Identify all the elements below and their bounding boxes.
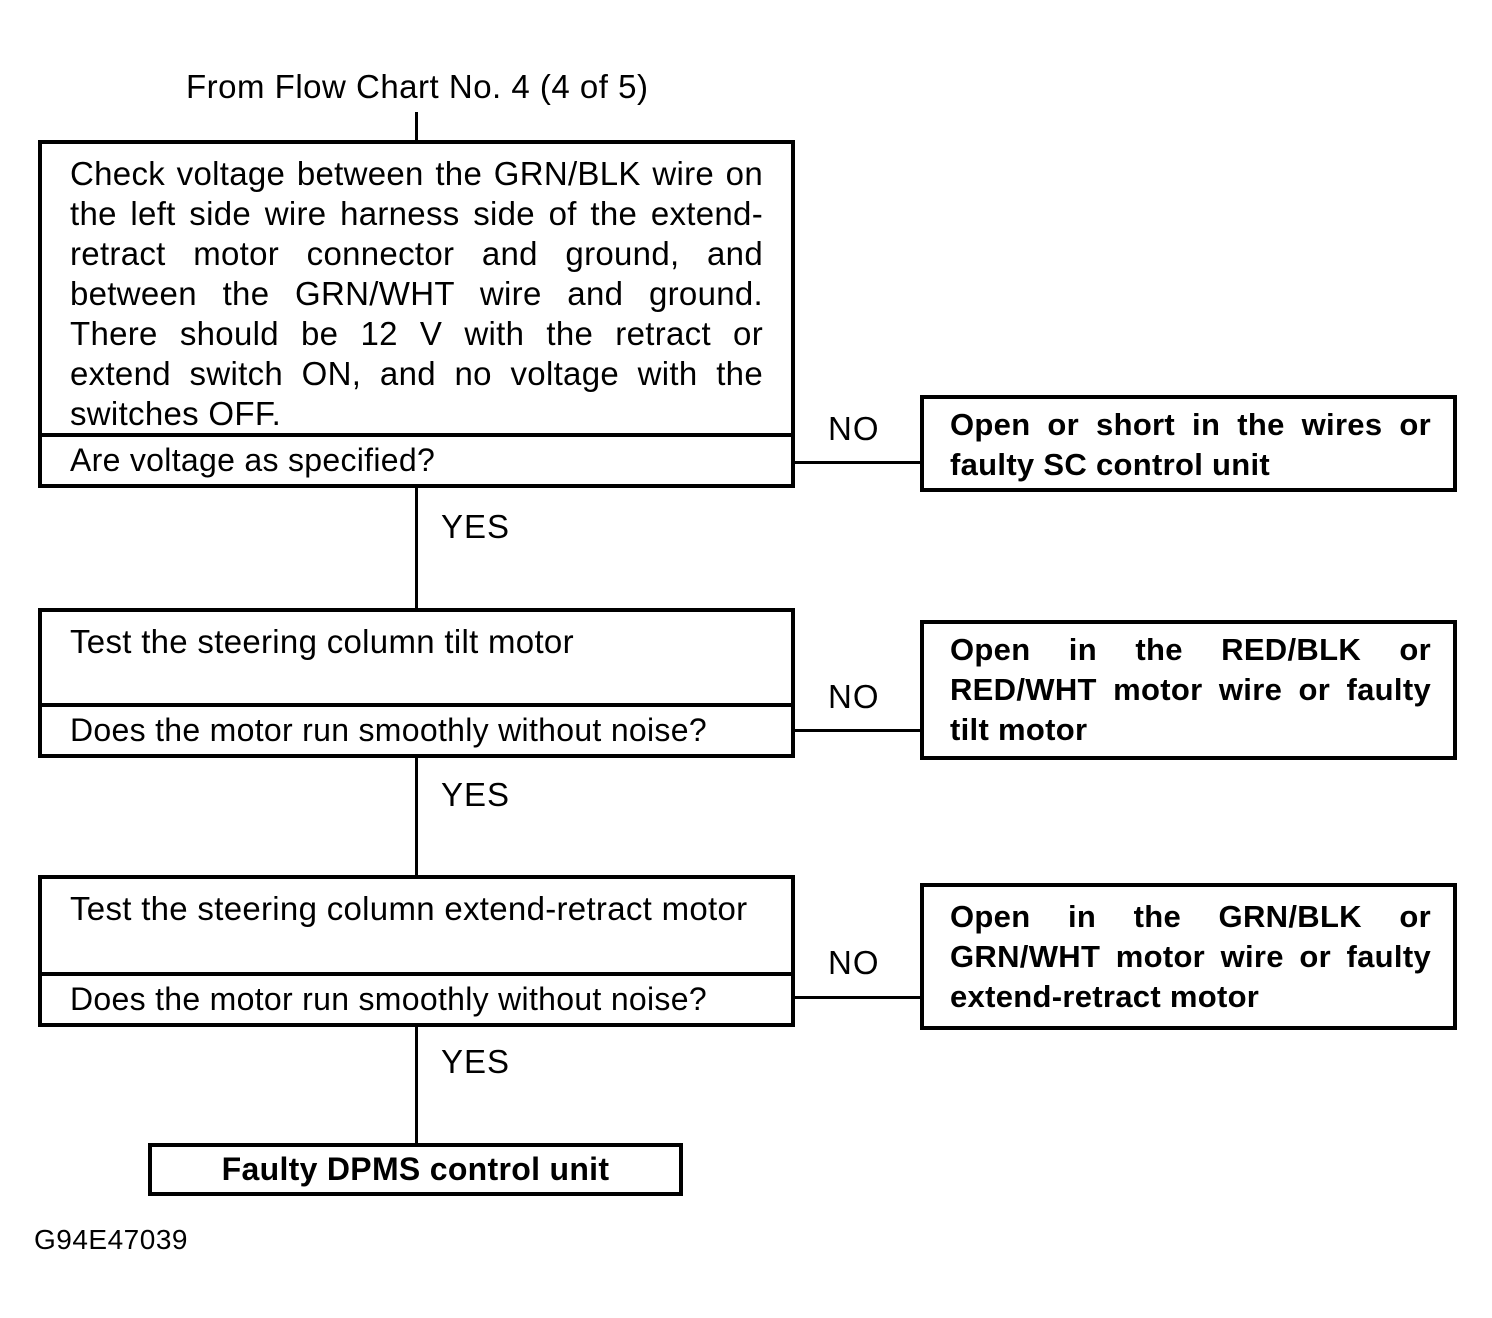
result3-box: Open in the GRN/BLK or GRN/WHT motor wir… — [920, 883, 1457, 1030]
step3-box: Test the steering column extend-retract … — [38, 875, 795, 1027]
yes-label-2: YES — [441, 776, 511, 813]
step1-box: Check voltage between the GRN/BLK wire o… — [38, 140, 795, 488]
no-label-3: NO — [828, 944, 880, 981]
step1-instruction: Check voltage between the GRN/BLK wire o… — [70, 155, 763, 432]
connector-step2-no — [795, 729, 920, 732]
connector-title-to-step1 — [415, 112, 418, 140]
step1-question: Are voltage as specified? — [42, 433, 791, 484]
flowchart-title: From Flow Chart No. 4 (4 of 5) — [186, 68, 649, 105]
step2-question: Does the motor run smoothly without nois… — [42, 703, 791, 754]
connector-step1-no — [795, 461, 920, 464]
no-label-2: NO — [828, 678, 880, 715]
step3-instruction: Test the steering column extend-retract … — [70, 890, 748, 927]
yes-label-1: YES — [441, 508, 511, 545]
step3-question: Does the motor run smoothly without nois… — [42, 972, 791, 1023]
no-label-1: NO — [828, 410, 880, 447]
connector-step3-no — [795, 996, 920, 999]
step2-instruction: Test the steering column tilt motor — [70, 623, 574, 660]
figure-code: G94E47039 — [34, 1224, 188, 1255]
connector-step3-yes — [415, 1027, 418, 1143]
step2-box: Test the steering column tilt motor Does… — [38, 608, 795, 758]
yes-label-3: YES — [441, 1043, 511, 1080]
result2-box: Open in the RED/BLK or RED/WHT motor wir… — [920, 620, 1457, 760]
final-result-box: Faulty DPMS control unit — [148, 1143, 683, 1196]
result1-box: Open or short in the wires or faulty SC … — [920, 395, 1457, 492]
connector-step2-yes — [415, 758, 418, 875]
connector-step1-yes — [415, 488, 418, 608]
